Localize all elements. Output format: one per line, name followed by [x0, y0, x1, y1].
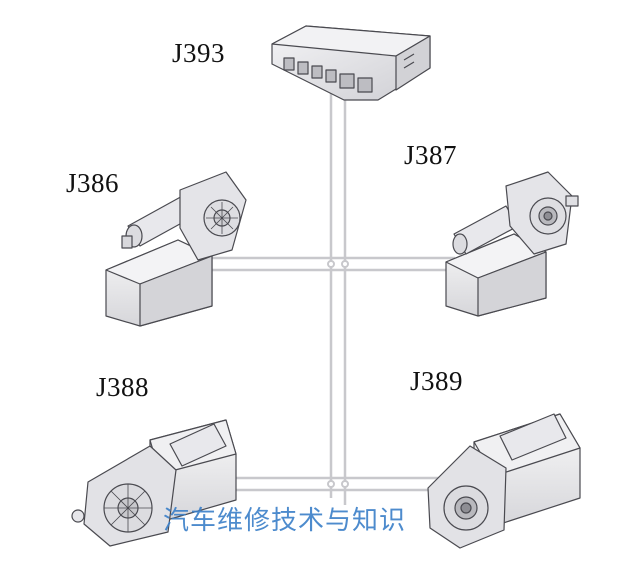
motor-unit-j389	[427, 413, 581, 549]
junction-dot	[327, 480, 335, 488]
label-j388: J388	[96, 372, 150, 402]
junction-dot	[341, 260, 349, 268]
label-j393: J393	[172, 38, 226, 68]
motor-unit-j387	[445, 171, 579, 317]
bus-wiring	[205, 92, 455, 505]
motor-unit-j388	[71, 419, 237, 547]
junction-dot	[341, 480, 349, 488]
watermark-text: 汽车维修技术与知识	[163, 506, 407, 536]
motor-unit-j386	[105, 171, 247, 327]
control-unit-j393	[271, 25, 431, 101]
bus-junctions	[327, 260, 349, 488]
junction-dot	[327, 260, 335, 268]
label-j389: J389	[410, 366, 464, 396]
label-j387: J387	[404, 140, 458, 170]
label-j386: J386	[66, 168, 120, 198]
